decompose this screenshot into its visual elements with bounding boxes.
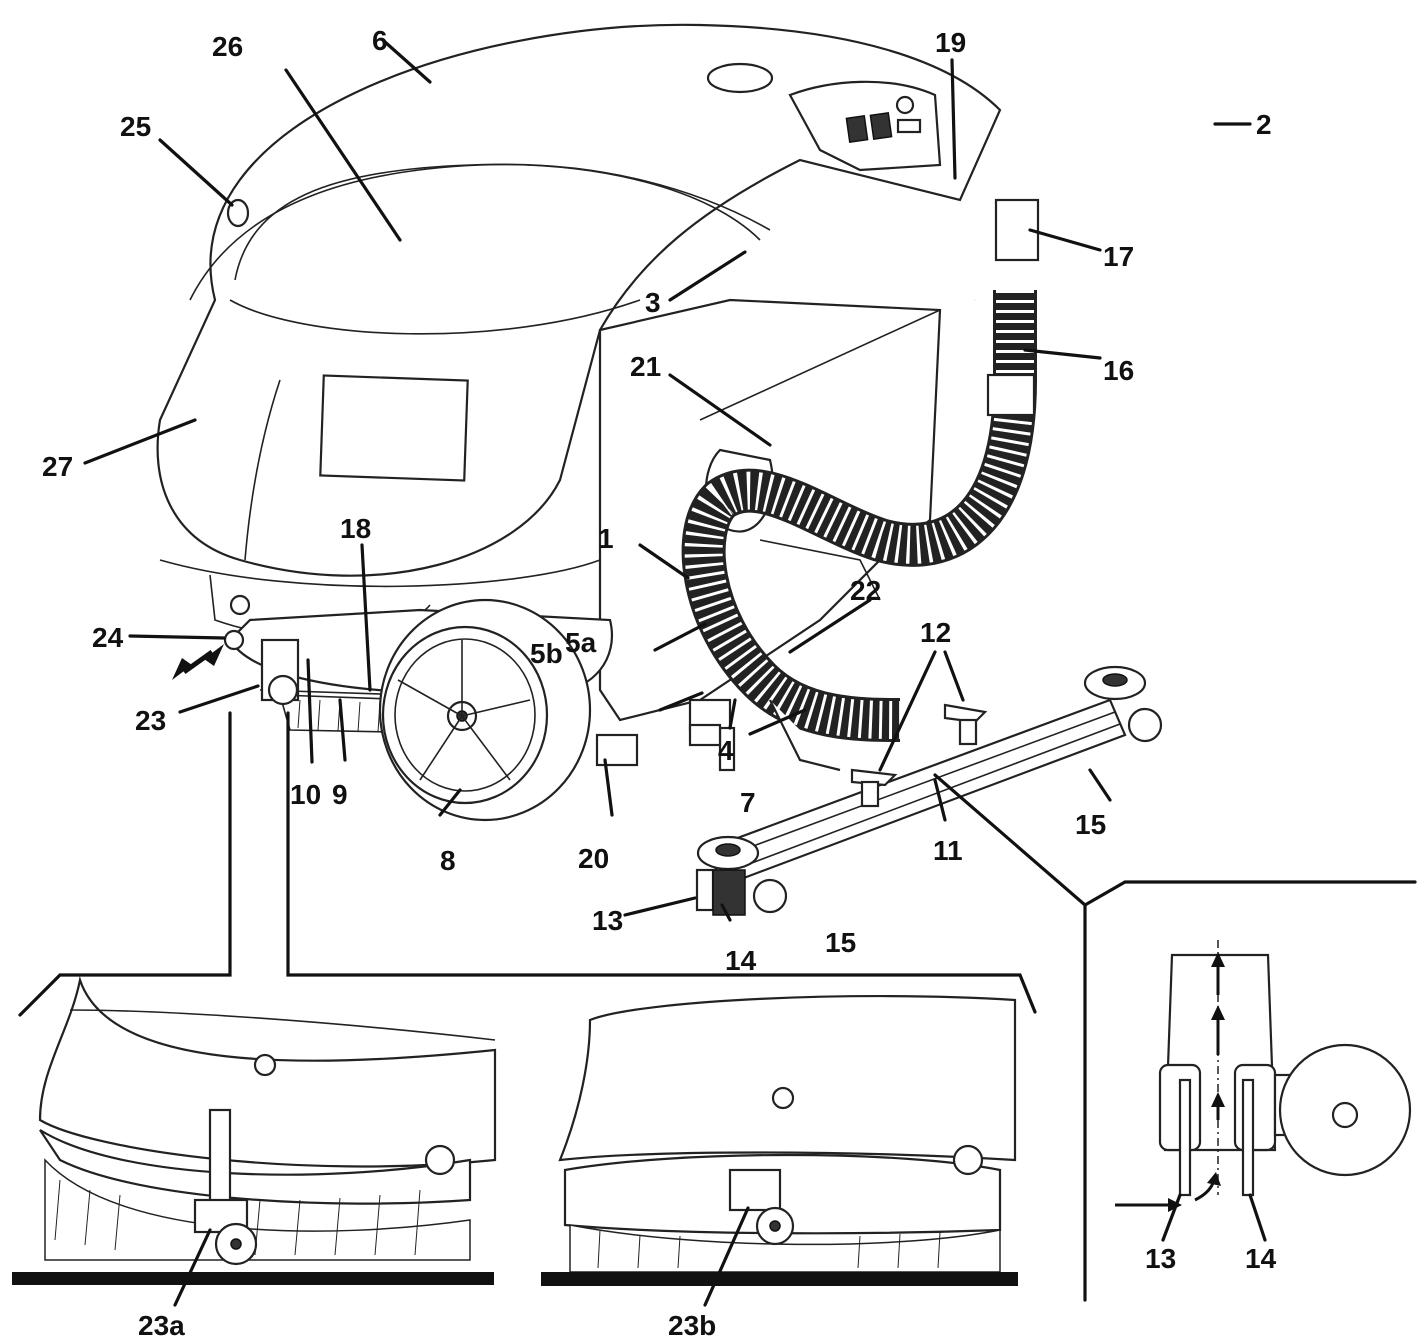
label-25: 25 — [120, 111, 151, 142]
label-17: 17 — [1103, 241, 1134, 272]
part-labels: 1 2 3 4 5a 5b 6 7 8 9 10 11 12 13 14 15 … — [42, 25, 1277, 1341]
label-27: 27 — [42, 451, 73, 482]
label-5b: 5b — [530, 638, 563, 669]
label-10: 10 — [290, 779, 321, 810]
label-11: 11 — [933, 835, 963, 866]
label-26: 26 — [212, 31, 243, 62]
inset-caster-raised — [12, 975, 497, 1285]
label-14: 14 — [725, 945, 757, 976]
label-5a: 5a — [565, 627, 597, 658]
squeegee — [695, 665, 1163, 916]
double-arrow-icon — [172, 644, 224, 680]
label-4: 4 — [718, 735, 734, 766]
suction-hose — [681, 198, 1040, 742]
label-1: 1 — [598, 523, 614, 554]
label-2: 2 — [1256, 109, 1272, 140]
label-23: 23 — [135, 705, 166, 736]
label-9: 9 — [332, 779, 348, 810]
label-8: 8 — [440, 845, 456, 876]
label-15-right: 15 — [1075, 809, 1106, 840]
rear-wheel — [378, 598, 592, 822]
label-7: 7 — [740, 787, 756, 818]
leader-lines — [83, 40, 1267, 1307]
inset-squeegee-blades — [1115, 940, 1412, 1212]
label-16: 16 — [1103, 355, 1134, 386]
label-12: 12 — [920, 617, 951, 648]
label-13: 13 — [592, 905, 623, 936]
inset-caster-lowered — [541, 994, 1018, 1286]
inset-frames — [18, 711, 1417, 1302]
label-14-inset: 14 — [1245, 1243, 1277, 1274]
control-panel — [788, 80, 942, 172]
label-13-inset: 13 — [1145, 1243, 1176, 1274]
label-6: 6 — [372, 25, 388, 56]
label-19: 19 — [935, 27, 966, 58]
label-22: 22 — [850, 575, 881, 606]
label-21: 21 — [630, 351, 661, 382]
label-23a: 23a — [138, 1310, 185, 1341]
label-24: 24 — [92, 622, 124, 653]
label-20: 20 — [578, 843, 609, 874]
label-15-left: 15 — [825, 927, 856, 958]
label-18: 18 — [340, 513, 371, 544]
label-23b: 23b — [668, 1310, 716, 1341]
label-3: 3 — [645, 287, 661, 318]
machine-body — [156, 23, 1002, 639]
